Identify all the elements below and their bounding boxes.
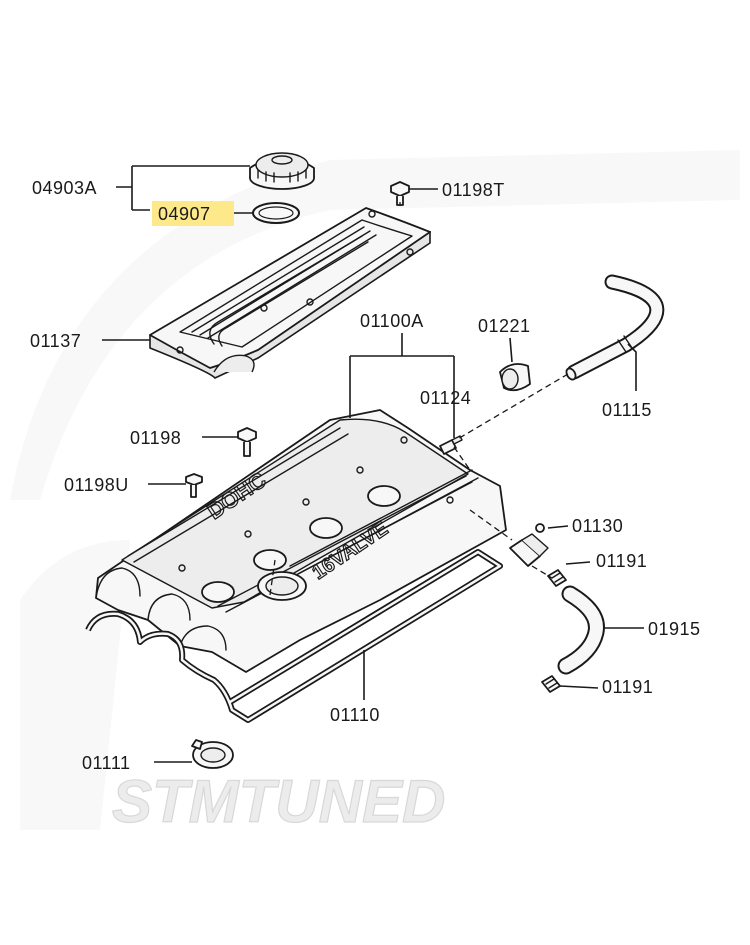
hose-clamp-upper-icon — [547, 569, 567, 587]
leader-lines — [102, 165, 644, 763]
label-01198: 01198 — [130, 428, 181, 448]
alignment-lines — [269, 202, 569, 596]
label-01915: 01915 — [648, 619, 701, 639]
bolt-01198u-icon — [185, 473, 203, 498]
bolt-01198t-icon — [390, 181, 410, 206]
label-01115: 01115 — [602, 400, 652, 420]
pcv-valve-01130-icon — [509, 523, 549, 567]
pcv-hose-01115-icon — [565, 274, 665, 381]
breather-hose-01915-icon — [557, 585, 605, 675]
hose-clamp-lower-icon — [541, 675, 561, 693]
breather-fitting-01124-icon — [439, 435, 463, 455]
label-01130: 01130 — [572, 516, 623, 536]
spark-plug-seal-01111-icon — [191, 739, 234, 769]
highlight-box — [152, 201, 234, 226]
oil-filler-cap-icon — [249, 152, 315, 190]
label-04907: 04907 — [158, 204, 211, 224]
ornament-cover-plate-icon — [149, 207, 431, 379]
label-04903a: 04903A — [32, 178, 97, 198]
label-01198u: 01198U — [64, 475, 129, 495]
label-01100a: 01100A — [360, 311, 424, 331]
label-01111: 01111 — [82, 753, 131, 773]
rocker-cover-gasket-icon — [85, 549, 503, 723]
grommet-01221-icon — [499, 363, 531, 392]
part-labels: 04903A 04907 01198T 01137 01100A 01221 0… — [30, 178, 701, 773]
bolt-01198-icon — [237, 427, 257, 457]
label-01221: 01221 — [478, 316, 531, 336]
label-01137: 01137 — [30, 331, 81, 351]
label-01191-lower: 01191 — [602, 677, 653, 697]
label-01198t: 01198T — [442, 180, 505, 200]
label-01110: 01110 — [330, 705, 380, 725]
label-01124: 01124 — [420, 388, 471, 408]
watermark-text: STMTUNED — [112, 768, 445, 835]
label-01191-upper: 01191 — [596, 551, 647, 571]
rocker-cover-icon: DOHC 16VALVE — [95, 409, 507, 673]
